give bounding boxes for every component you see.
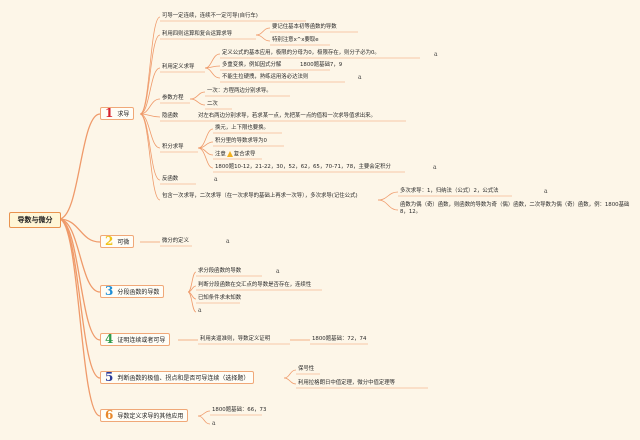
node-integral-exercises[interactable]: 1800题10-12，21-22，30，52，62，65，70-71，78，主要…: [215, 164, 391, 170]
node-transformations-ref: 1800题基础7，9: [300, 62, 343, 68]
note-mark: a: [276, 268, 280, 275]
section-label: 证明连续或者可导: [117, 337, 166, 344]
node-continuity[interactable]: 可导一定连续，连续不一定可导(自行车): [162, 13, 258, 19]
section-number: 1: [105, 106, 114, 120]
section-proof[interactable]: 4 证明连续或者可导: [100, 332, 171, 346]
section-number: 4: [105, 332, 114, 346]
note-mark: a: [212, 420, 216, 427]
note-mark: a: [214, 176, 218, 183]
note-mark: a: [433, 164, 437, 171]
section-label: 导数定义求导的其他应用: [117, 413, 184, 420]
node-transformations[interactable]: 多重变换，例如因式分解: [222, 62, 282, 68]
section-number: 3: [105, 284, 114, 298]
section-extrema[interactable]: 5 判断函数的极值、拐点和是否可导连续（选择题）: [100, 370, 255, 384]
node-mean-value[interactable]: 利用拉格朗日中值定理，微分中值定理等: [298, 380, 396, 386]
node-piecewise-unknowns[interactable]: 已知条件求未知数: [198, 295, 242, 301]
node-parametric-first[interactable]: 一次：方程两边分别求导。: [207, 88, 272, 94]
node-piecewise-derivative[interactable]: 求分段函数的导数: [198, 268, 242, 274]
note-mark: a: [226, 238, 230, 245]
note-suffix: 复合求导: [233, 151, 256, 158]
node-sign-preserving[interactable]: 保号性: [298, 366, 315, 372]
section-other-applications[interactable]: 6 导数定义求导的其他应用: [100, 408, 189, 422]
section-number: 6: [105, 408, 114, 422]
node-parametric-second[interactable]: 二次: [207, 101, 218, 107]
node-differential-definition[interactable]: 微分的定义: [162, 238, 189, 244]
section-number: 2: [105, 234, 114, 248]
note-mark: a: [358, 74, 362, 81]
warning-icon: [226, 151, 233, 157]
node-higher-order-parity[interactable]: 函数为偶（奇）函数，则函数的导数为奇（偶）函数，二次导数为偶（奇）函数，例：18…: [400, 202, 630, 215]
node-squeeze-proof[interactable]: 利用夹逼准则，导数定义证明: [200, 336, 271, 342]
node-lhopital[interactable]: 不能生拉硬拽，熟练运用洛必达法则: [222, 74, 309, 80]
section-differentiable[interactable]: 2 可微: [100, 234, 135, 248]
node-inverse[interactable]: 反函数: [162, 176, 179, 182]
node-higher-order-methods[interactable]: 多次求导：1，归纳法（公式）2，公式法: [400, 188, 499, 194]
node-higher-order[interactable]: 包含一次求导，二次求导（在一次求导的基础上再求一次导），多次求导(记住公式): [162, 193, 358, 199]
section-label: 可微: [117, 239, 130, 246]
node-other-exercises[interactable]: 1800题基础：66，73: [212, 407, 267, 413]
node-implicit[interactable]: 隐函数: [162, 113, 179, 119]
node-basic-derivatives[interactable]: 要记住基本初等函数的导数: [272, 24, 337, 30]
node-parametric[interactable]: 参数方程: [162, 95, 184, 101]
note-mark: a: [544, 188, 548, 195]
node-integral-composite[interactable]: 注意复合求导: [215, 151, 255, 159]
node-integral-substitution[interactable]: 换元，上下限也要换。: [215, 125, 269, 131]
root-topic[interactable]: 导数与微分: [9, 212, 61, 228]
note-prefix: 注意: [215, 151, 226, 158]
note-mark: a: [198, 307, 202, 314]
node-piecewise-junction[interactable]: 判断分段函数在交汇点的导数是否存在，连续性: [198, 282, 312, 288]
node-arithmetic-rules[interactable]: 利用四则运算和复合运算求导: [162, 31, 233, 37]
node-definition[interactable]: 利用定义求导: [162, 64, 195, 70]
section-label: 求导: [117, 111, 130, 118]
node-definition-basic[interactable]: 定义公式的基本应用，极限的分母为0，极限存在，则分子必为0。: [222, 50, 380, 56]
node-x-power-x[interactable]: 特别注意x^x要取e: [272, 37, 319, 43]
section-piecewise[interactable]: 3 分段函数的导数: [100, 284, 165, 298]
section-derivative[interactable]: 1 求导: [100, 106, 135, 120]
section-label: 分段函数的导数: [117, 289, 160, 296]
node-integral[interactable]: 积分求导: [162, 144, 184, 150]
section-label: 判断函数的极值、拐点和是否可导连续（选择题）: [117, 375, 250, 382]
node-proof-exercises[interactable]: 1800题基础：72，74: [312, 336, 367, 342]
node-integral-zero[interactable]: 积分里的导数求导为0: [215, 138, 267, 144]
note-mark: a: [434, 51, 438, 58]
section-number: 5: [105, 370, 114, 384]
node-implicit-detail[interactable]: 对左右两边分别求导，若求某一点，先把某一点的值和一次求导值求出来。: [198, 113, 376, 119]
